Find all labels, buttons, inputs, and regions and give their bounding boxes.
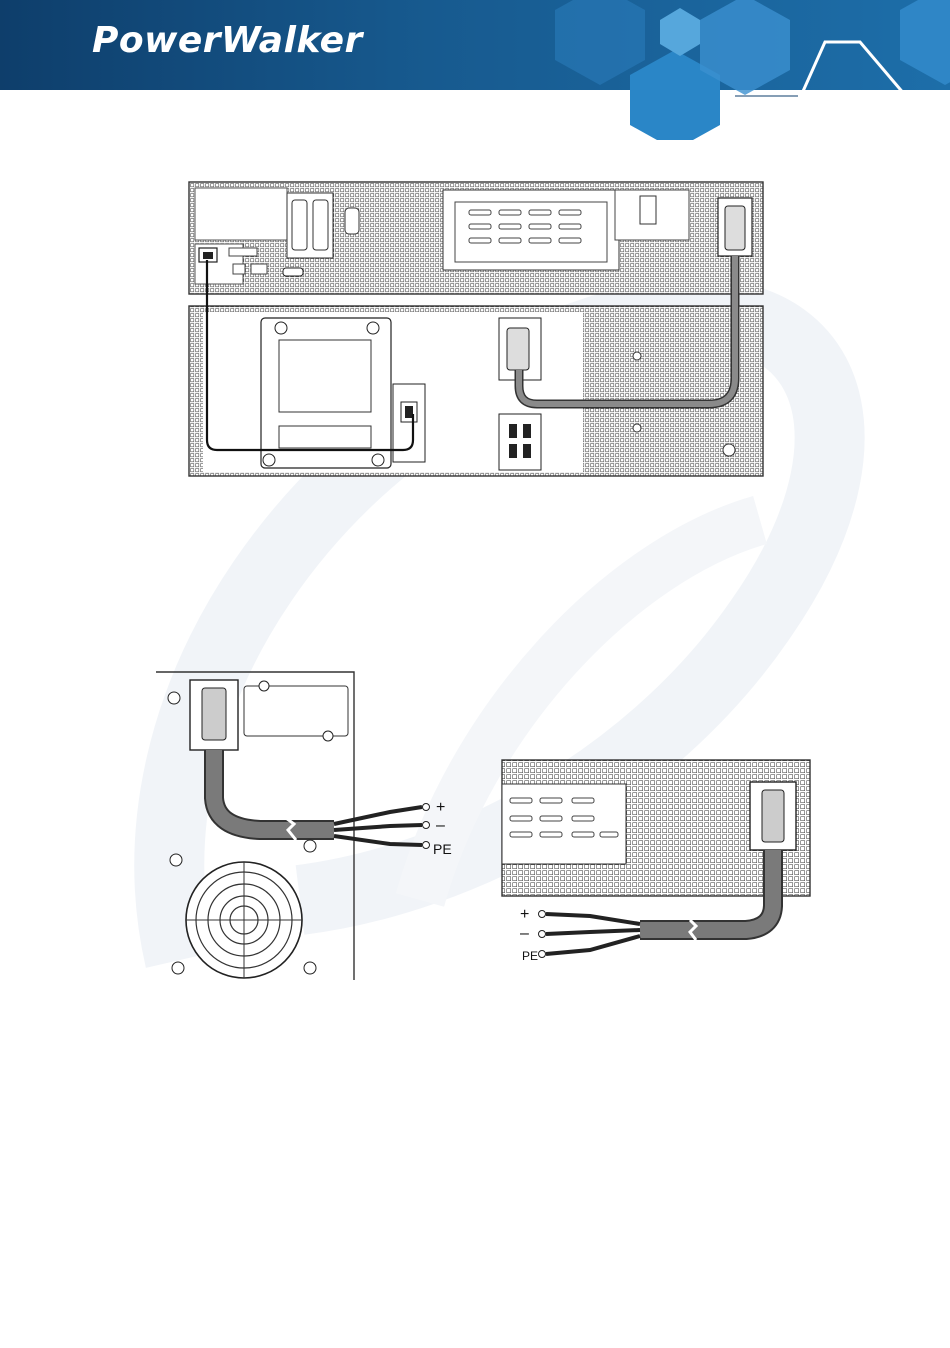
battery-cable-rack-diagram: + – PE <box>500 756 815 968</box>
header-banner: PowerWalker <box>0 0 950 140</box>
terminal-minus-label: – <box>436 817 445 834</box>
terminal-minus-label: – <box>520 925 529 942</box>
battery-cable-tower-diagram: + – PE <box>150 668 462 988</box>
terminal-plus-label: + <box>520 906 529 923</box>
ups-rack-battery-connection-diagram <box>185 178 767 480</box>
brand-logo: PowerWalker <box>92 20 363 61</box>
terminal-pe-label: PE <box>522 949 538 963</box>
terminal-plus-label: + <box>436 799 445 816</box>
terminal-pe-label: PE <box>433 841 452 857</box>
